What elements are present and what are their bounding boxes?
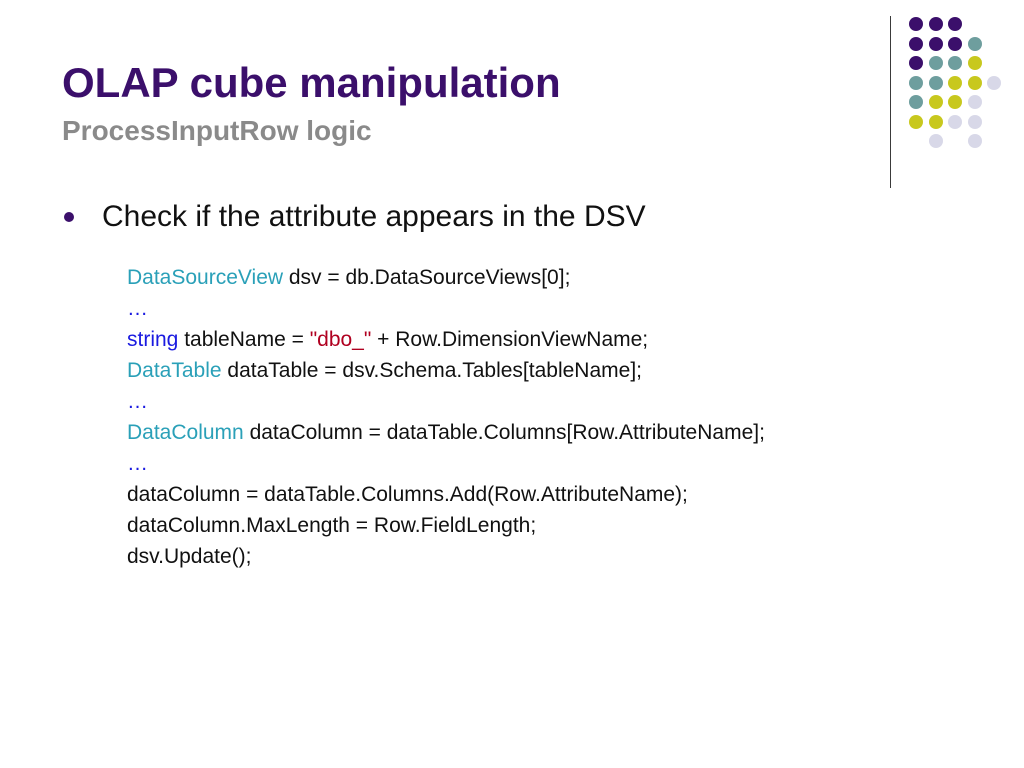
code-line-9: dataColumn.MaxLength = Row.FieldLength;: [127, 510, 765, 541]
decorative-dot: [948, 36, 962, 51]
code-keyword-token: string: [127, 328, 179, 351]
vertical-divider: [890, 16, 891, 188]
bullet-text: Check if the attribute appears in the DS…: [102, 200, 646, 233]
decorative-dot: [948, 114, 962, 129]
decorative-dot: [967, 114, 982, 129]
decorative-dot: [967, 36, 982, 51]
decorative-dot: [909, 17, 923, 31]
decorative-dot: [909, 75, 923, 90]
decorative-dot: [909, 114, 923, 129]
decorative-dot: [909, 36, 923, 51]
code-line-4: DataTable dataTable = dsv.Schema.Tables[…: [127, 355, 765, 386]
decorative-dot: [948, 75, 962, 90]
decorative-dot: [928, 17, 943, 31]
code-type-token: DataColumn: [127, 421, 244, 444]
decorative-dot: [928, 134, 943, 148]
code-text: tableName =: [178, 328, 310, 351]
bullet-item: Check if the attribute appears in the DS…: [62, 200, 646, 234]
code-block: DataSourceView dsv = db.DataSourceViews[…: [127, 262, 765, 572]
code-type-token: DataSourceView: [127, 266, 284, 289]
decorative-dot: [909, 95, 923, 109]
code-text: dsv = db.DataSourceViews[0];: [283, 266, 571, 289]
decorative-dot: [909, 56, 923, 70]
decorative-dot: [967, 134, 982, 148]
bullet-icon: [64, 212, 74, 222]
code-line-1: DataSourceView dsv = db.DataSourceViews[…: [127, 262, 765, 293]
code-text: dataColumn = dataTable.Columns.Add(Row.A…: [127, 483, 688, 506]
decorative-dot: [928, 36, 943, 51]
decorative-dot: [928, 75, 943, 90]
code-line-2: …: [127, 293, 765, 324]
code-ellipsis: …: [127, 390, 148, 413]
code-type-token: DataTable: [127, 359, 222, 382]
decorative-dot: [987, 75, 1001, 90]
decorative-dot: [928, 114, 943, 129]
decorative-dot: [928, 95, 943, 109]
decorative-dot: [967, 95, 982, 109]
decorative-dot: [948, 17, 962, 31]
code-text: dataColumn = dataTable.Columns[Row.Attri…: [243, 421, 765, 444]
code-text: dataColumn.MaxLength = Row.FieldLength;: [127, 514, 537, 537]
slide-subtitle: ProcessInputRow logic: [62, 115, 372, 146]
code-ellipsis: …: [127, 297, 148, 320]
code-text: dsv.Update();: [127, 545, 252, 568]
decorative-dot: [928, 56, 943, 70]
code-line-8: dataColumn = dataTable.Columns.Add(Row.A…: [127, 479, 765, 510]
code-ellipsis: …: [127, 452, 148, 475]
code-line-10: dsv.Update();: [127, 541, 765, 572]
decorative-dot: [967, 75, 982, 90]
code-line-3: string tableName = "dbo_" + Row.Dimensio…: [127, 324, 765, 355]
code-string-token: "dbo_": [309, 328, 372, 351]
code-line-7: …: [127, 448, 765, 479]
code-text: dataTable = dsv.Schema.Tables[tableName]…: [221, 359, 642, 382]
decorative-dot: [948, 95, 962, 109]
code-line-6: DataColumn dataColumn = dataTable.Column…: [127, 417, 765, 448]
decorative-dot: [948, 56, 962, 70]
slide-title: OLAP cube manipulation: [62, 59, 561, 106]
decorative-dot: [967, 56, 982, 70]
code-text: + Row.DimensionViewName;: [371, 328, 649, 351]
code-line-5: …: [127, 386, 765, 417]
